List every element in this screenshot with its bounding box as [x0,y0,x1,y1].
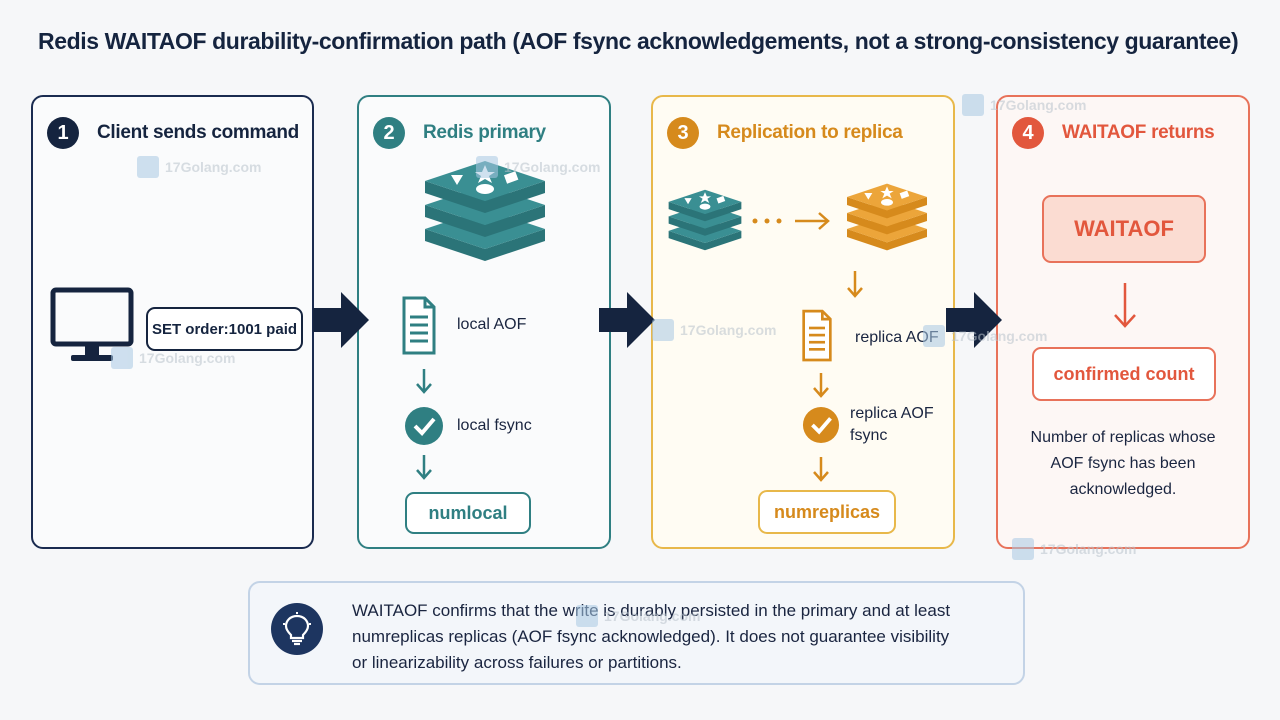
step-number-badge: 4 [1012,117,1044,149]
redis-stack-icon [847,183,927,251]
lightbulb-icon [271,603,323,655]
replica-aof-label: replica AOF [855,329,939,346]
monitor-icon [50,287,134,361]
step-title: Client sends command [97,122,299,143]
check-circle-icon [802,406,840,444]
waitaof-command-box: WAITAOF [1042,195,1206,263]
watermark: 17Golang.com [111,347,235,369]
description-line: AOF fsync has been [1050,455,1196,472]
note-text: WAITAOF confirms that the write is durab… [352,598,1012,676]
command-pill: SET order:1001 paid [146,307,303,351]
replica-fsync-label-line2: fsync [850,427,888,444]
watermark: 17Golang.com [962,94,1086,116]
watermark: 17Golang.com [576,605,700,627]
numreplicas-pill: numreplicas [758,490,896,534]
arrow-down-icon [416,369,432,394]
local-aof-label: local AOF [457,316,527,333]
arrow-down-icon [847,271,863,298]
local-fsync-label: local fsync [457,417,532,434]
watermark: 17Golang.com [476,156,600,178]
step-replication-panel: 3 Replication to replica [651,95,955,549]
arrow-right-icon [313,292,369,348]
step-title: WAITAOF returns [1062,122,1215,143]
arrow-right-icon [599,292,655,348]
watermark: 17Golang.com [1012,538,1136,560]
confirmed-count-pill: confirmed count [1032,347,1216,401]
step-title: Redis primary [423,122,546,143]
watermark: 17Golang.com [923,325,1047,347]
replica-fsync-label-line1: replica AOF [850,405,934,422]
watermark: 17Golang.com [652,319,776,341]
info-note: WAITAOF confirms that the write is durab… [248,581,1025,685]
description-line: Number of replicas whose [1030,429,1216,446]
step-number-badge: 3 [667,117,699,149]
arrow-down-icon [813,373,829,398]
note-line: WAITAOF confirms that the write is durab… [352,601,951,620]
step-client-panel: 1 Client sends command SET order:1001 pa… [31,95,314,549]
arrow-down-icon [1114,283,1136,328]
note-line: numreplicas replicas (AOF fsync acknowle… [352,627,950,646]
redis-stack-icon [668,189,742,251]
arrow-right-icon [752,212,830,230]
step-number-badge: 2 [373,117,405,149]
step-returns-panel: 4 WAITAOF returns WAITAOF confirmed coun… [996,95,1250,549]
document-icon [802,309,832,362]
document-icon [402,296,436,355]
redis-stack-icon [425,161,545,261]
confirmed-count-description: Number of replicas whose AOF fsync has b… [998,425,1248,503]
arrow-down-icon [813,457,829,482]
page-title: Redis WAITAOF durability-confirmation pa… [38,28,1239,54]
description-line: acknowledged. [1069,481,1177,498]
step-number-badge: 1 [47,117,79,149]
check-circle-icon [405,407,443,445]
note-line: or linearizability across failures or pa… [352,653,682,672]
numlocal-pill: numlocal [405,492,531,534]
arrow-right-icon [946,292,1002,348]
step-title: Replication to replica [717,122,903,143]
watermark: 17Golang.com [137,156,261,178]
arrow-down-icon [416,455,432,480]
